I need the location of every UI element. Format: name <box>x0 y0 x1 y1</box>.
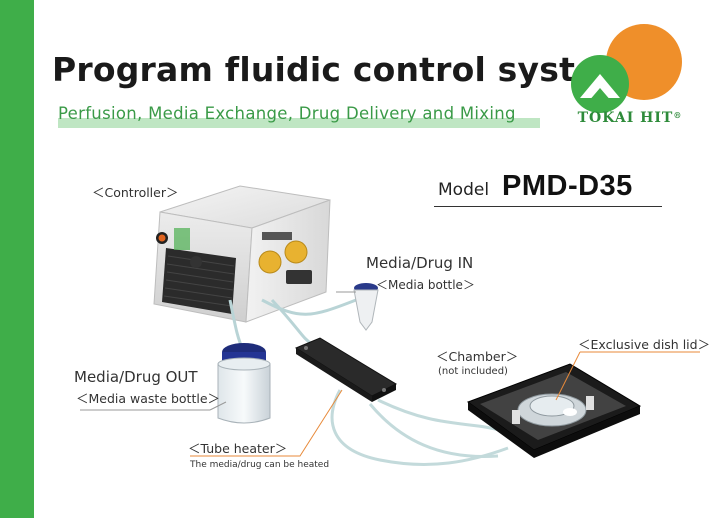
chamber-stage <box>466 363 642 458</box>
left-accent-bar <box>0 0 34 518</box>
page-subtitle: Perfusion, Media Exchange, Drug Delivery… <box>58 104 516 123</box>
subtitle-block: Perfusion, Media Exchange, Drug Delivery… <box>58 104 540 128</box>
media-out-label: Media/Drug OUT <box>74 368 198 386</box>
heater-note: The media/drug can be heated <box>190 460 330 470</box>
media-waste-bottle <box>217 343 271 424</box>
page-title: Program fluidic control system <box>52 50 633 89</box>
media-in-label: Media/Drug IN <box>366 254 474 272</box>
tokai-hit-logo <box>571 24 682 113</box>
waste-bottle-label: ＜Media waste bottle＞ <box>76 391 221 406</box>
media-bottle-label: ＜Media bottle＞ <box>376 278 475 292</box>
subtitle-highlight <box>58 118 540 128</box>
tube-heater <box>294 337 398 402</box>
model-label: Model <box>438 180 490 200</box>
tube-heater-label: ＜Tube heater＞ <box>188 441 288 456</box>
chamber-label: ＜Chamber＞ <box>436 349 519 364</box>
exclusive-dish-lid <box>517 393 587 427</box>
logo-wordmark: TOKAI HIT® <box>577 110 683 126</box>
controller-unit <box>153 185 331 323</box>
model-block: Model PMD-D35 <box>434 168 662 207</box>
controller-label: ＜Controller＞ <box>92 185 179 200</box>
not-included-note: (not included) <box>438 366 508 377</box>
dish-lid-label: ＜Exclusive dish lid＞ <box>578 337 711 352</box>
media-bottle-in <box>353 283 379 331</box>
model-number: PMD-D35 <box>502 170 633 202</box>
